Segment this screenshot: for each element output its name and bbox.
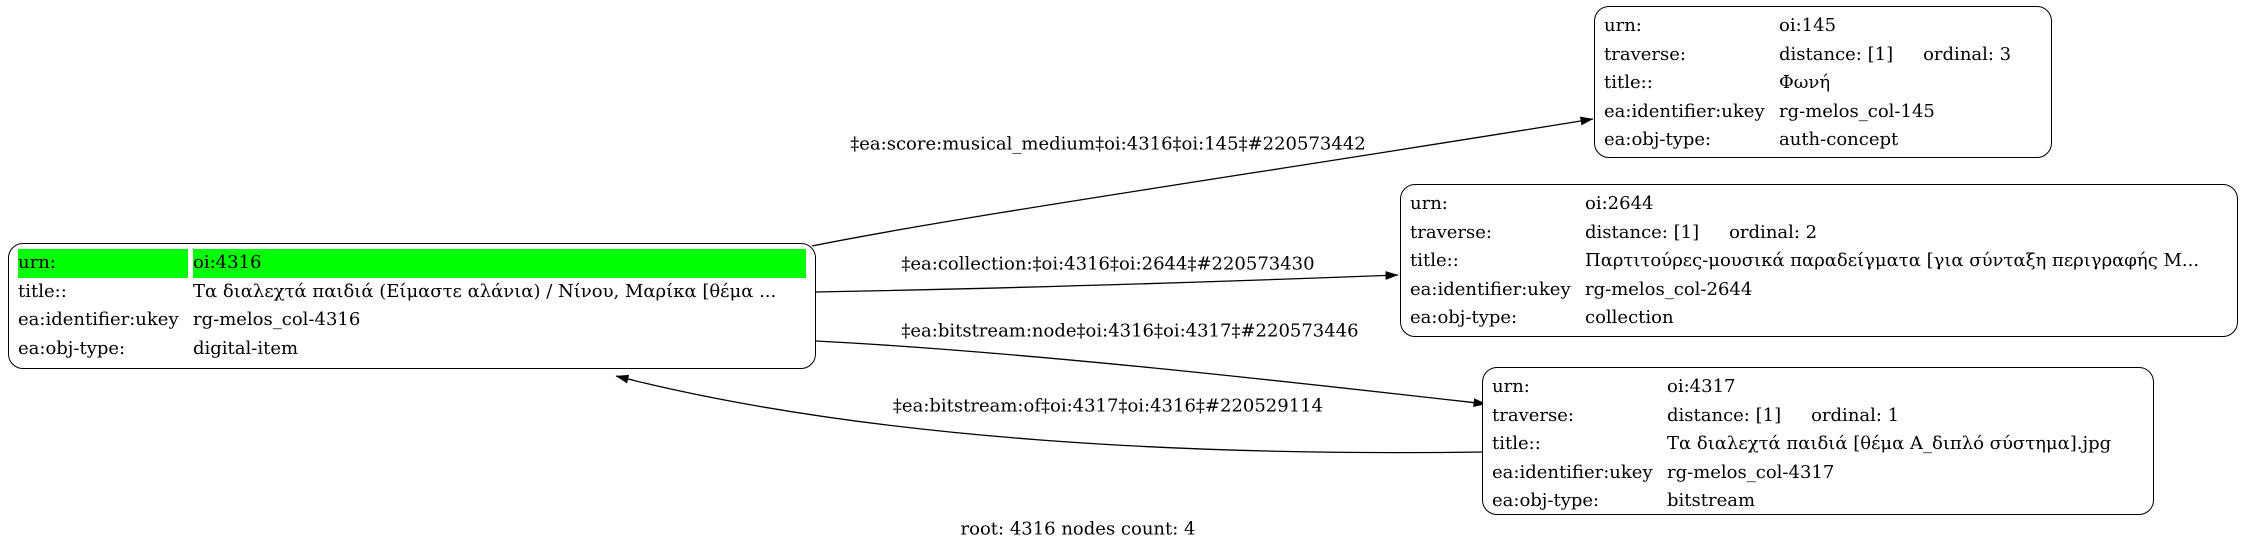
field-label-title: title:: <box>1492 433 1541 454</box>
field-value-urn: oi:2644 <box>1585 193 1654 214</box>
field-value-title: Τα διαλεχτά παιδιά [θέμα Α_διπλό σύστημα… <box>1667 433 2112 454</box>
field-value-title: Παρτιτούρες-μουσικά παραδείγματα [για σύ… <box>1585 250 2200 271</box>
field-label-title: title:: <box>1604 72 1653 93</box>
field-label-traverse: traverse: <box>1410 221 1492 243</box>
edge-label-bitstream-node: ‡ea:bitstream:node‡oi:4316‡oi:4317‡#2205… <box>901 320 1359 342</box>
field-value-traverse: distance: [1] ordinal: 1 <box>1667 402 2144 431</box>
field-label-urn: urn: <box>1410 193 1448 214</box>
field-label-identifier: ea:identifier:ukey <box>1492 461 1653 483</box>
node-row-objtype: ea:obj-type: digital-item <box>18 335 806 364</box>
node-row-traverse: traverse: distance: [1] ordinal: 1 <box>1492 402 2144 431</box>
node-oi-2644[interactable]: urn: oi:2644 traverse: distance: [1] ordi… <box>1400 184 2238 337</box>
traverse-distance: distance: [1] <box>1585 221 1700 243</box>
node-row-objtype: ea:obj-type: bitstream <box>1492 487 2144 516</box>
node-row-objtype: ea:obj-type: collection <box>1410 304 2228 333</box>
field-label-objtype: ea:obj-type: <box>18 337 126 359</box>
field-label-traverse: traverse: <box>1604 43 1686 65</box>
field-label-objtype: ea:obj-type: <box>1604 129 1712 150</box>
node-oi-4316[interactable]: urn: oi:4316 title:: Τα διαλεχτά παιδιά … <box>8 243 816 369</box>
field-value-title: Τα διαλεχτά παιδιά (Είμαστε αλάνια) / Νί… <box>193 280 777 302</box>
field-value-objtype: bitstream <box>1667 490 1756 511</box>
field-label-title: title:: <box>18 280 67 302</box>
node-row-traverse: traverse: distance: [1] ordinal: 2 <box>1410 219 2228 248</box>
traverse-ordinal: ordinal: 2 <box>1729 221 1818 243</box>
field-value-objtype: collection <box>1585 307 1674 328</box>
field-label-objtype: ea:obj-type: <box>1410 307 1518 328</box>
field-value-urn: oi:4316 <box>193 249 806 278</box>
node-row-identifier: ea:identifier:ukey rg-melos_col-4317 <box>1492 459 2144 488</box>
node-row-title: title:: Τα διαλεχτά παιδιά (Είμαστε αλάν… <box>18 278 806 307</box>
edge-label-score-musical-medium: ‡ea:score:musical_medium‡oi:4316‡oi:145‡… <box>850 133 1366 155</box>
edge-label-collection: ‡ea:collection:‡oi:4316‡oi:2644‡#2205734… <box>901 253 1315 275</box>
field-label-objtype: ea:obj-type: <box>1492 490 1600 511</box>
edge-collection <box>815 271 1399 293</box>
node-row-urn: urn: oi:2644 <box>1410 190 2228 219</box>
field-value-title: Φωνή <box>1779 72 1831 93</box>
node-row-identifier: ea:identifier:ukey rg-melos_col-2644 <box>1410 276 2228 305</box>
edge-bitstream-node <box>815 340 1487 407</box>
field-value-identifier: rg-melos_col-2644 <box>1585 278 1753 300</box>
node-row-urn: urn: oi:4317 <box>1492 373 2144 402</box>
field-value-identifier: rg-melos_col-145 <box>1779 100 1935 122</box>
field-label-identifier: ea:identifier:ukey <box>1410 278 1571 300</box>
node-row-title: title:: Φωνή <box>1604 69 2042 98</box>
field-value-traverse: distance: [1] ordinal: 2 <box>1585 219 2228 248</box>
edge-score-musical-medium <box>811 116 1594 247</box>
node-row-traverse: traverse: distance: [1] ordinal: 3 <box>1604 41 2042 70</box>
field-value-identifier: rg-melos_col-4316 <box>193 309 361 330</box>
node-oi-4317[interactable]: urn: oi:4317 traverse: distance: [1] ordi… <box>1482 367 2154 515</box>
field-value-urn: oi:145 <box>1779 15 1837 36</box>
field-label-urn: urn: <box>18 249 188 278</box>
edge-bitstream-of <box>615 374 1485 454</box>
field-label-identifier: ea:identifier:ukey <box>18 309 179 330</box>
traverse-distance: distance: [1] <box>1667 404 1782 426</box>
field-value-objtype: auth-concept <box>1779 129 1899 150</box>
graph-footer-label: root: 4316 nodes count: 4 <box>960 518 1196 540</box>
field-label-urn: urn: <box>1604 15 1642 36</box>
node-row-identifier: ea:identifier:ukey rg-melos_col-145 <box>1604 98 2042 127</box>
node-row-title: title:: Τα διαλεχτά παιδιά [θέμα Α_διπλό… <box>1492 430 2144 459</box>
traverse-distance: distance: [1] <box>1779 43 1894 65</box>
node-row-urn: urn: oi:145 <box>1604 12 2042 41</box>
node-oi-145[interactable]: urn: oi:145 traverse: distance: [1] ordin… <box>1594 6 2052 158</box>
node-row-objtype: ea:obj-type: auth-concept <box>1604 126 2042 155</box>
field-label-title: title:: <box>1410 250 1459 271</box>
field-value-traverse: distance: [1] ordinal: 3 <box>1779 41 2042 70</box>
field-label-traverse: traverse: <box>1492 404 1574 426</box>
node-row-title: title:: Παρτιτούρες-μουσικά παραδείγματα… <box>1410 247 2228 276</box>
node-row-identifier: ea:identifier:ukey rg-melos_col-4316 <box>18 306 806 335</box>
field-value-objtype: digital-item <box>193 337 299 359</box>
traverse-ordinal: ordinal: 1 <box>1811 404 1900 426</box>
node-row-urn: urn: oi:4316 <box>18 249 806 278</box>
traverse-ordinal: ordinal: 3 <box>1923 43 2012 65</box>
field-value-urn: oi:4317 <box>1667 376 1736 397</box>
field-label-urn: urn: <box>1492 376 1530 397</box>
field-label-identifier: ea:identifier:ukey <box>1604 100 1765 122</box>
field-value-identifier: rg-melos_col-4317 <box>1667 461 1835 483</box>
edge-label-bitstream-of: ‡ea:bitstream:of‡oi:4317‡oi:4316‡#220529… <box>892 395 1324 417</box>
